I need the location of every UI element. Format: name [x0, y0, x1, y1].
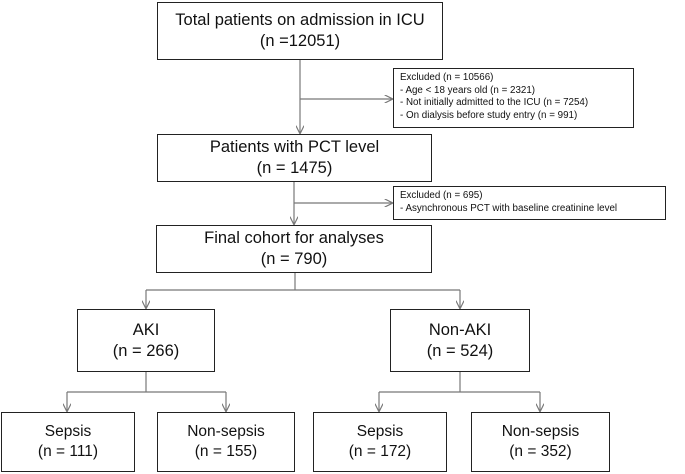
- aki-non-sepsis-title: Non-sepsis: [187, 423, 265, 440]
- aki-non-sepsis-count: (n = 155): [194, 443, 258, 460]
- non-aki-non-sepsis-title: Non-sepsis: [501, 423, 580, 440]
- total-patients-title: Total patients on admission in ICU: [175, 11, 425, 29]
- aki-box: AKI (n = 266): [77, 309, 215, 372]
- non-aki-sepsis-title: Sepsis: [356, 423, 404, 440]
- excluded-box-1: Excluded (n = 10566) - Age < 18 years ol…: [393, 68, 634, 128]
- non-aki-title: Non-AKI: [428, 320, 492, 339]
- aki-sepsis-count: (n = 111): [37, 443, 99, 460]
- aki-title: AKI: [132, 320, 160, 339]
- excluded-2-header: Excluded (n = 695): [400, 190, 483, 201]
- final-cohort-box: Final cohort for analyses (n = 790): [156, 225, 432, 273]
- total-patients-count: (n =12051): [259, 32, 341, 50]
- final-cohort-title: Final cohort for analyses: [204, 229, 384, 247]
- total-patients-box: Total patients on admission in ICU (n =1…: [157, 2, 443, 60]
- non-aki-non-sepsis-count: (n = 352): [509, 443, 572, 460]
- final-cohort-count: (n = 790): [260, 250, 328, 268]
- excluded-box-2: Excluded (n = 695) - Asynchronous PCT wi…: [393, 186, 666, 220]
- aki-count: (n = 266): [112, 341, 180, 360]
- excluded-1-item: - Not initially admitted to the ICU (n =…: [400, 97, 589, 109]
- aki-sepsis-box: Sepsis (n = 111): [1, 412, 135, 472]
- pct-patients-count: (n = 1475): [256, 159, 333, 177]
- pct-patients-box: Patients with PCT level (n = 1475): [157, 134, 432, 182]
- non-aki-non-sepsis-box: Non-sepsis (n = 352): [471, 412, 610, 472]
- excluded-1-header: Excluded (n = 10566): [400, 72, 494, 83]
- excluded-2-item: - Asynchronous PCT with baseline creatin…: [400, 202, 618, 214]
- non-aki-sepsis-count: (n = 172): [348, 443, 412, 460]
- non-aki-box: Non-AKI (n = 524): [390, 309, 530, 372]
- excluded-1-item: - Age < 18 years old (n = 2321): [400, 84, 536, 96]
- pct-patients-title: Patients with PCT level: [209, 138, 380, 156]
- aki-non-sepsis-box: Non-sepsis (n = 155): [157, 412, 295, 472]
- aki-sepsis-title: Sepsis: [44, 423, 92, 440]
- excluded-1-item: - On dialysis before study entry (n = 99…: [400, 109, 578, 121]
- non-aki-sepsis-box: Sepsis (n = 172): [313, 412, 447, 472]
- non-aki-count: (n = 524): [426, 341, 494, 360]
